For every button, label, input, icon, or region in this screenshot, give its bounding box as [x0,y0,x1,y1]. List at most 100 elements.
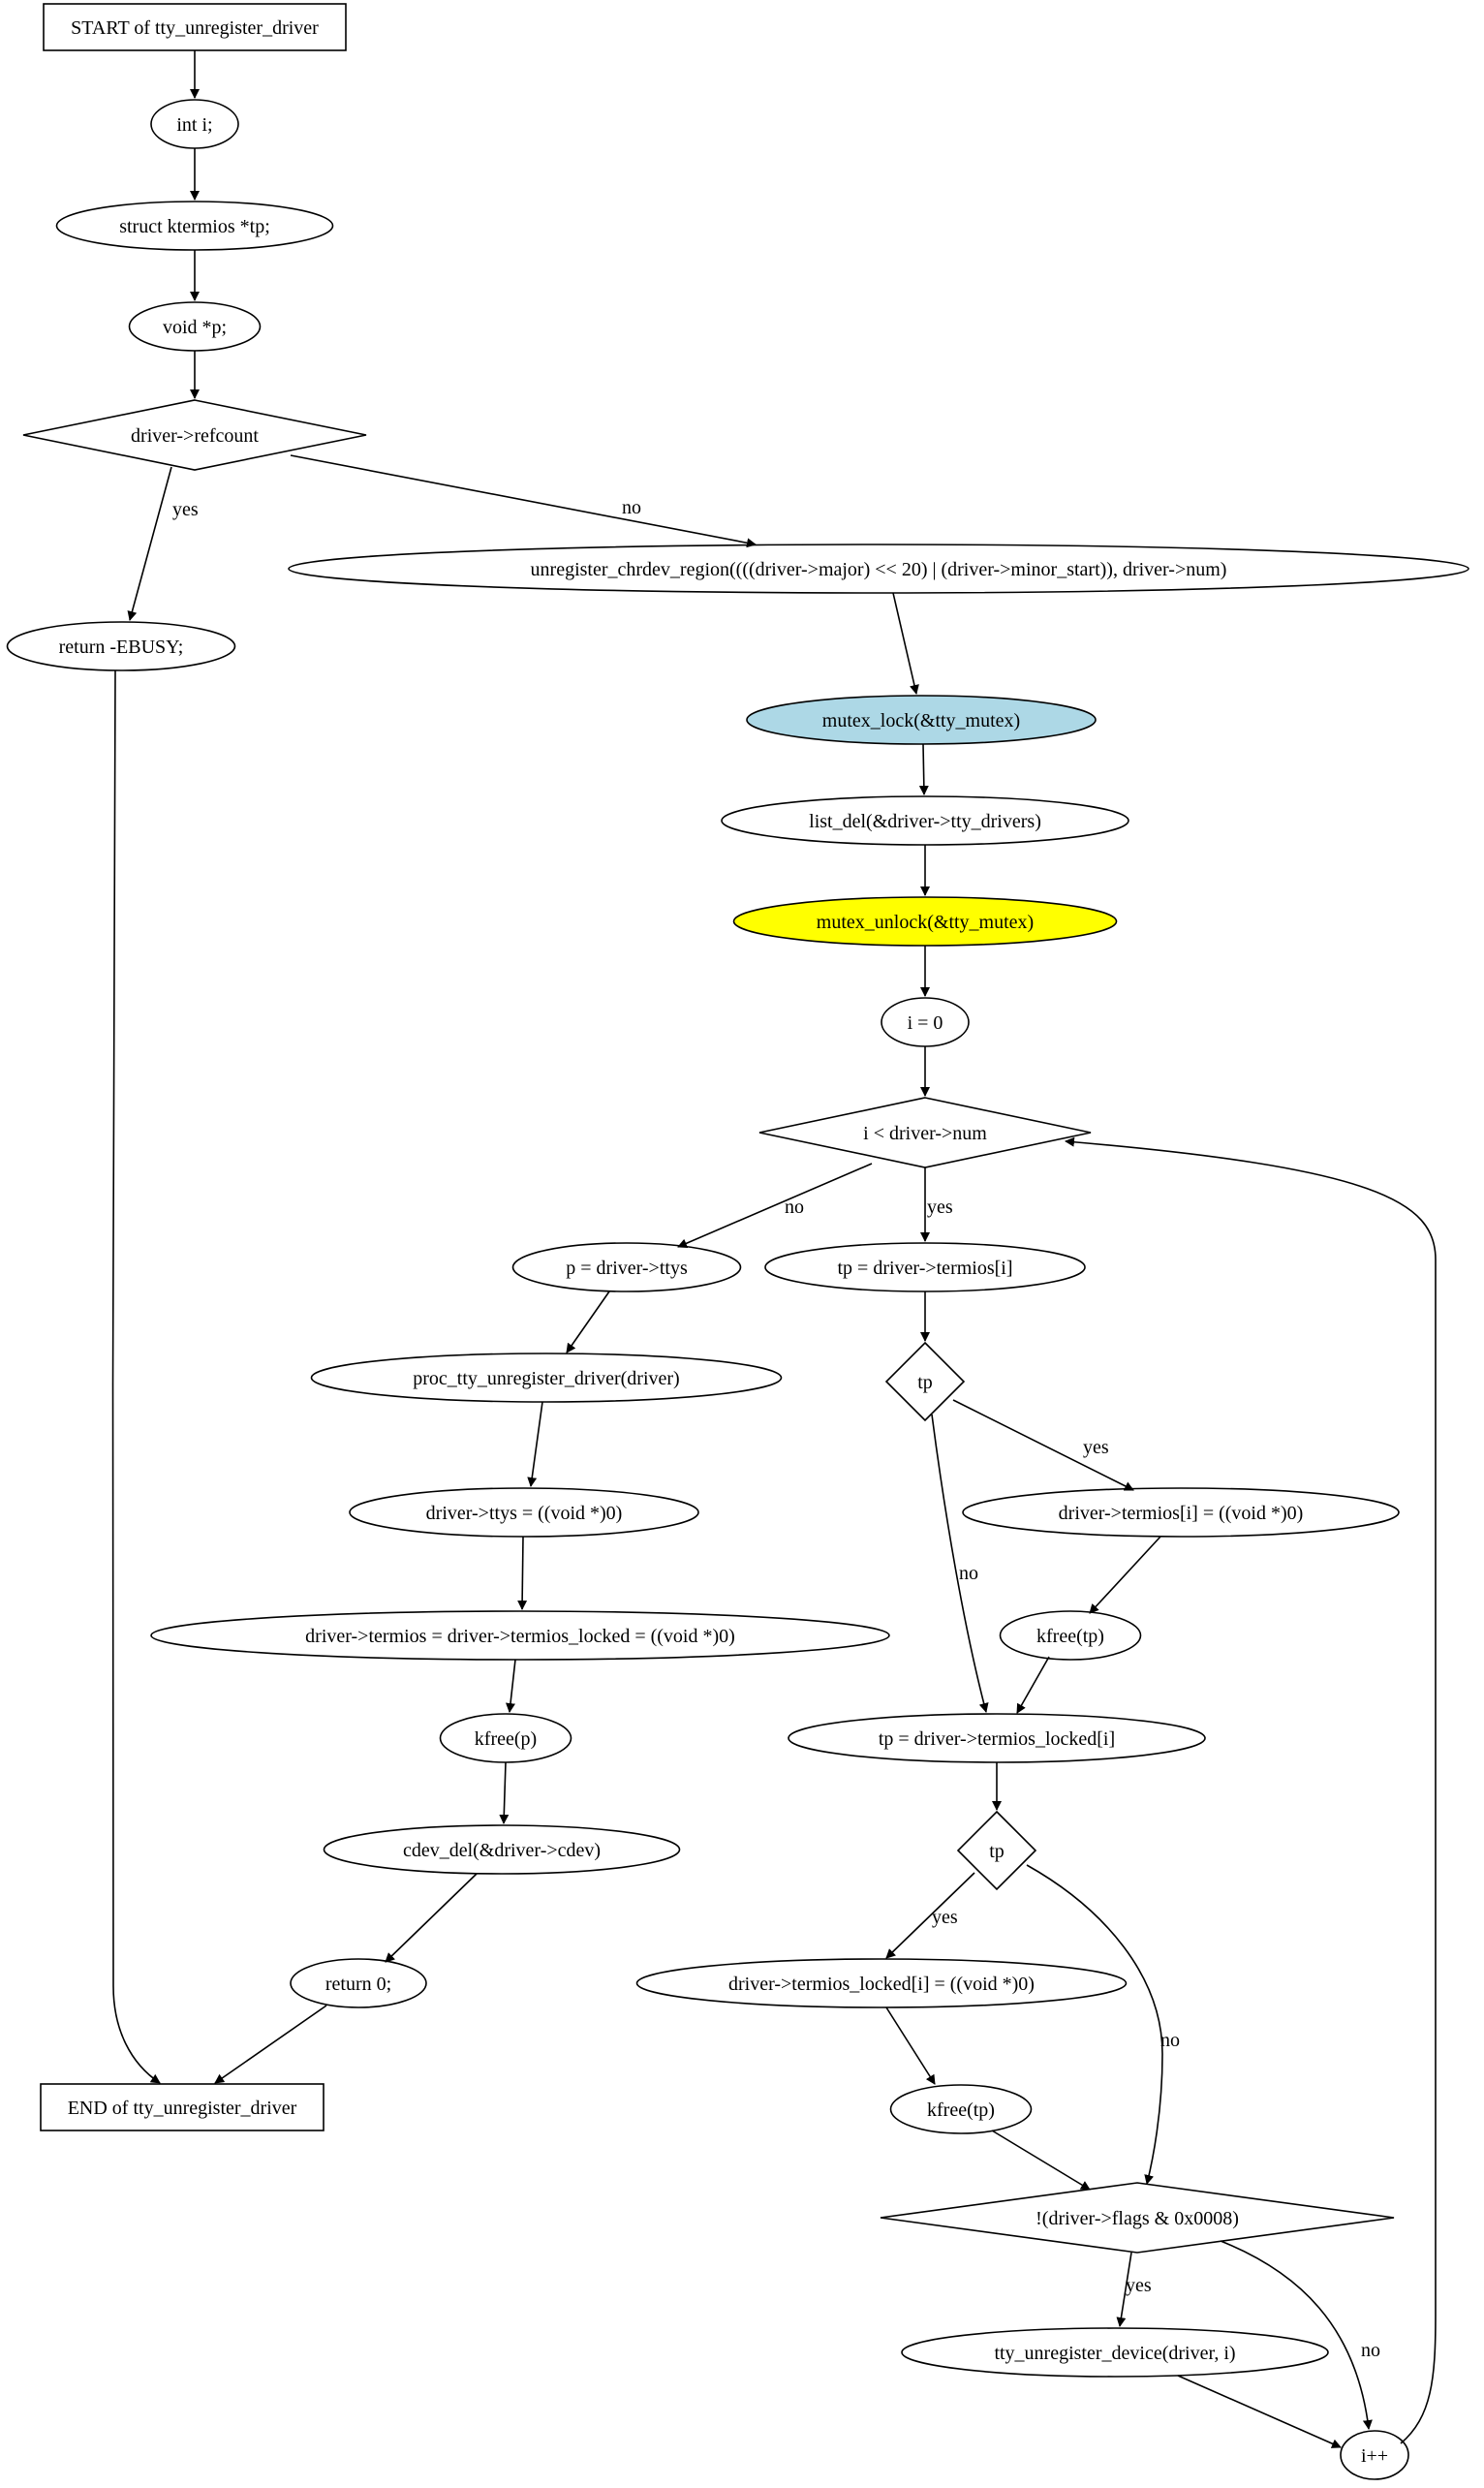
node-termios-locked-null: driver->termios_locked[i] = ((void *)0) [635,1958,1128,2008]
node-cdev-del: cdev_del(&driver->cdev) [323,1824,681,1875]
edge-kfree-tp2-to-flags-check [991,2130,1091,2191]
node-tp-termios: tp = driver->termios[i] [764,1242,1086,1292]
node-tp-check1-diamond [884,1341,966,1422]
node-loop-cond: i < driver->num [758,1097,1092,1168]
edge-refcount-to-unregister-region [290,454,757,548]
node-tp-check1: tp [884,1341,966,1422]
node-kfree-p-ellipse [439,1713,572,1763]
edge-tp-check2-to-flags-check [1026,1864,1163,2185]
node-termios-both-null-ellipse [150,1610,890,1661]
node-unregister-region-ellipse [288,544,1469,594]
node-tp-locked: tp = driver->termios_locked[i] [788,1713,1206,1763]
edge-flags-check-to-i-inc [1220,2240,1373,2430]
node-i-inc-ellipse [1340,2430,1409,2480]
edge-loop-cond-to-p-ttys [677,1163,873,1249]
node-kfree-tp2-ellipse [889,2084,1033,2134]
node-mutex-unlock: mutex_unlock(&tty_mutex) [732,896,1118,947]
edge-proc-unreg-to-ttys-null [527,1401,543,1487]
node-proc-unreg: proc_tty_unregister_driver(driver) [310,1353,783,1403]
node-mutex-unlock-ellipse [732,896,1118,947]
edge-label-yes: yes [1126,2275,1152,2296]
node-void-p: void *p; [128,301,262,352]
node-i-inc: i++ [1340,2430,1409,2480]
node-struct-tp-ellipse [55,201,334,251]
node-return-ebusy: return -EBUSY; [6,621,236,671]
node-refcount-diamond [22,399,367,471]
edge-unregister-region-to-mutex-lock [892,592,919,695]
node-i-init-ellipse [881,997,970,1047]
edge-ttys-null-to-termios-both-null [517,1536,528,1610]
node-tty-unreg-dev: tty_unregister_device(driver, i) [901,2327,1329,2378]
node-list-del-ellipse [721,795,1129,846]
edge-kfree-tp1-to-tp-locked [1016,1656,1050,1714]
node-ttys-null-ellipse [349,1487,699,1538]
edge-label-no: no [1160,2030,1180,2051]
edge-label-no: no [622,497,641,518]
edge-label-yes: yes [932,1907,958,1928]
edge-termios-locked-null-to-kfree-tp2 [885,2006,936,2085]
node-void-p-label: void *p; [163,317,227,338]
node-tty-unreg-dev-ellipse [901,2327,1329,2378]
edge-flags-check-to-tty-unreg-dev [1116,2252,1132,2327]
node-kfree-tp1-ellipse [999,1610,1142,1661]
node-i-inc-label: i++ [1361,2445,1388,2467]
edge-kfree-p-to-cdev-del [499,1761,510,1824]
node-struct-tp-label: struct ktermios *tp; [119,216,270,237]
node-tp-termios-label: tp = driver->termios[i] [838,1258,1013,1279]
node-list-del: list_del(&driver->tty_drivers) [721,795,1129,846]
node-refcount-label: driver->refcount [131,425,259,447]
node-int-i-ellipse [150,99,239,149]
node-tp-check2-label: tp [989,1841,1005,1862]
node-p-ttys-label: p = driver->ttys [566,1258,688,1279]
edge-tty-unreg-dev-to-i-inc [1177,2375,1342,2448]
edge-label-yes: yes [172,499,199,520]
node-return-0-label: return 0; [325,1974,391,1995]
edge-tp-check1-to-tp-locked [931,1414,989,1713]
node-return-ebusy-label: return -EBUSY; [59,637,184,658]
node-p-ttys: p = driver->ttys [511,1242,742,1292]
edge-cdev-del-to-return-0 [385,1873,478,1963]
edge-label-yes: yes [927,1197,953,1218]
node-flags-check-diamond [880,2182,1395,2254]
edge-label-no: no [959,1563,978,1584]
node-tp-locked-ellipse [788,1713,1206,1763]
node-tty-unreg-dev-label: tty_unregister_device(driver, i) [994,2343,1235,2364]
node-start-box [43,3,347,51]
node-flags-check-label: !(driver->flags & 0x0008) [1036,2208,1239,2229]
node-start: START of tty_unregister_driver [43,3,347,51]
edge-return-0-to-end [214,2005,327,2084]
node-tp-check2-diamond [956,1810,1037,1891]
node-int-i: int i; [150,99,239,149]
edge-label-no: no [1361,2340,1380,2361]
node-struct-tp: struct ktermios *tp; [55,201,334,251]
node-end: END of tty_unregister_driver [40,2083,325,2131]
node-loop-cond-label: i < driver->num [863,1123,987,1144]
node-tp-check1-label: tp [917,1372,933,1393]
node-flags-check: !(driver->flags & 0x0008) [880,2182,1395,2254]
node-mutex-lock-ellipse [746,695,1097,745]
node-mutex-lock-label: mutex_lock(&tty_mutex) [822,710,1020,731]
node-kfree-p: kfree(p) [439,1713,572,1763]
node-i-init-label: i = 0 [908,1012,943,1034]
edge-tp-check1-to-termios-i-null [952,1399,1134,1491]
edge-mutex-lock-to-list-del [918,743,929,795]
node-proc-unreg-ellipse [310,1353,783,1403]
node-kfree-tp1-label: kfree(tp) [1036,1626,1104,1647]
node-termios-i-null-label: driver->termios[i] = ((void *)0) [1059,1503,1304,1524]
edge-i-inc-to-loop-cond [1065,1136,1437,2444]
node-int-i-label: int i; [176,114,212,136]
node-termios-both-null-label: driver->termios = driver->termios_locked… [305,1626,735,1647]
node-termios-i-null: driver->termios[i] = ((void *)0) [962,1487,1400,1538]
edge-termios-both-null-to-kfree-p [506,1659,516,1713]
node-i-init: i = 0 [881,997,970,1047]
node-return-0: return 0; [290,1958,427,2008]
node-tp-check2: tp [956,1810,1037,1891]
node-termios-both-null: driver->termios = driver->termios_locked… [150,1610,890,1661]
node-return-ebusy-ellipse [6,621,236,671]
node-ttys-null: driver->ttys = ((void *)0) [349,1487,699,1538]
node-return-0-ellipse [290,1958,427,2008]
